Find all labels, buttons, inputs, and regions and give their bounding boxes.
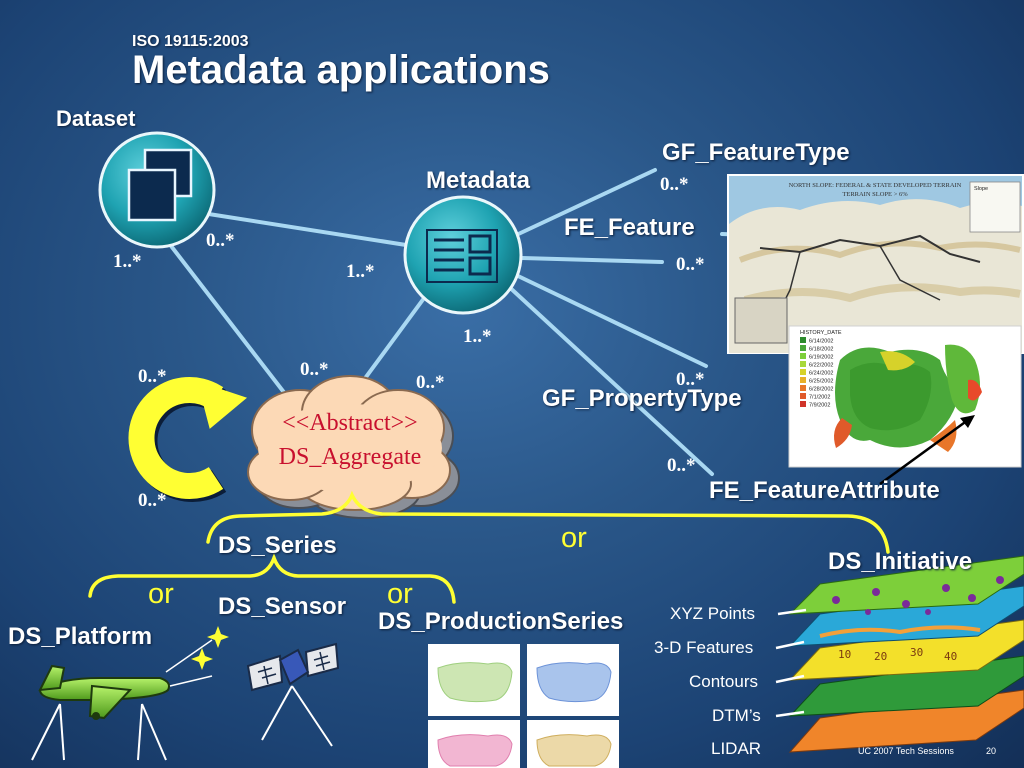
connector-metadata-fe-featureattribute xyxy=(504,282,714,476)
history-legend-swatch xyxy=(800,353,806,359)
brace-series-initiative xyxy=(206,490,890,554)
brace-sensor-production xyxy=(88,552,456,604)
or-sensor-right: or xyxy=(387,578,413,610)
mult-aggregate-right: 0..* xyxy=(416,372,445,393)
metadata-node[interactable] xyxy=(403,195,523,315)
satellite-icon xyxy=(246,642,340,747)
or-sensor-left: or xyxy=(148,578,174,610)
gf-featuretype-label: GF_FeatureType xyxy=(662,139,850,166)
metadata-icon xyxy=(426,229,498,283)
mult-aggregate-top: 0..* xyxy=(300,359,329,380)
history-legend-swatch xyxy=(800,337,806,343)
history-legend-title: HISTORY_DATE xyxy=(800,330,842,336)
slide-title: Metadata applications xyxy=(132,48,550,92)
history-legend-date: 6/25/2002 xyxy=(809,379,833,385)
layer-label-xyz-points: XYZ Points xyxy=(670,604,756,623)
history-legend-date: 6/24/2002 xyxy=(809,371,833,377)
mult-dataset-left: 1..* xyxy=(113,251,142,272)
layer-stack: 10 20 30 40 xyxy=(788,555,1024,753)
gf-propertytype-label: GF_PropertyType xyxy=(542,385,742,412)
connectors xyxy=(166,168,878,476)
history-legend-date: 6/22/2002 xyxy=(809,363,833,369)
production-series-maps xyxy=(428,644,619,768)
map-title-line1: NORTH SLOPE: FEDERAL & STATE DEVELOPED T… xyxy=(789,182,962,189)
history-legend-date: 6/19/2002 xyxy=(809,355,833,361)
connector-metadata-gf-propertytype xyxy=(516,274,708,368)
mult-loop-top: 0..* xyxy=(138,366,167,387)
abstract-aggregate-label: DS_Aggregate xyxy=(279,444,422,470)
ds-platform-label: DS_Platform xyxy=(8,623,153,650)
xyz-points-stars-icon xyxy=(832,576,1004,615)
north-slope-map: NORTH SLOPE: FEDERAL & STATE DEVELOPED T… xyxy=(727,174,1024,354)
ds-sensor-label: DS_Sensor xyxy=(218,593,347,620)
map-legend-title: Slope xyxy=(974,186,988,192)
braces xyxy=(88,490,890,604)
layer-label-3d-features: 3-D Features xyxy=(654,638,754,657)
history-arrow xyxy=(879,418,969,486)
mult-dataset-metadata: 0..* xyxy=(206,230,235,251)
self-association-arrow-icon xyxy=(128,377,248,502)
fe-feature-label: FE_Feature xyxy=(564,214,695,241)
dataset-node[interactable] xyxy=(98,131,216,249)
history-legend: HISTORY_DATE 6/14/2002 6/18/2002 6/19/2002… xyxy=(800,330,842,409)
mult-fe-featureattribute: 0..* xyxy=(667,455,696,476)
fe-featureattribute-label: FE_FeatureAttribute xyxy=(709,477,940,504)
connector-dataset-metadata xyxy=(194,210,408,247)
connector-metadata-fe-feature xyxy=(520,256,664,264)
aggregate-cloud[interactable]: <<Abstract>> DS_Aggregate xyxy=(247,375,460,519)
mult-metadata-left: 1..* xyxy=(346,261,375,282)
history-legend-date: 6/14/2002 xyxy=(809,339,833,345)
metadata-label: Metadata xyxy=(426,167,531,194)
history-legend-date: 6/18/2002 xyxy=(809,347,833,353)
history-legend-swatch xyxy=(800,345,806,351)
history-legend-swatch xyxy=(800,361,806,367)
layer-label-contours: Contours xyxy=(689,672,758,691)
airplane-icon xyxy=(31,664,170,761)
abstract-stereotype: <<Abstract>> xyxy=(282,410,417,436)
contour-number-label: 30 xyxy=(910,646,923,659)
connector-metadata-gf-featuretype xyxy=(510,168,657,239)
contour-number-label: 10 xyxy=(838,648,851,661)
history-legend-swatch xyxy=(800,401,806,407)
layer-xyz-points xyxy=(788,555,1024,615)
sparkle-icons xyxy=(165,626,229,687)
slide-subtitle: ISO 19115:2003 xyxy=(132,33,249,50)
ds-productionseries-label: DS_ProductionSeries xyxy=(378,608,624,635)
history-legend-swatch xyxy=(800,377,806,383)
map-title-line2: TERRAIN SLOPE > 6% xyxy=(842,191,908,198)
ds-initiative-label: DS_Initiative xyxy=(828,548,973,575)
history-legend-swatch xyxy=(800,369,806,375)
dataset-label: Dataset xyxy=(56,106,136,131)
ds-series-label: DS_Series xyxy=(218,532,337,559)
layer-label-lidar: LIDAR xyxy=(711,739,762,758)
mult-gf-featuretype: 0..* xyxy=(660,174,689,195)
history-legend-date: 7/9/2002 xyxy=(809,403,830,409)
mult-gf-propertytype: 0..* xyxy=(676,369,705,390)
history-legend-date: 7/1/2002 xyxy=(809,395,830,401)
contour-number-label: 40 xyxy=(944,650,957,663)
connector-dataset-aggregate xyxy=(166,240,288,397)
footer-page-number: 20 xyxy=(986,746,997,756)
history-date-map: HISTORY_DATE 6/14/2002 6/18/2002 6/19/2002… xyxy=(788,325,1022,468)
history-legend-swatch xyxy=(800,385,806,391)
or-series: or xyxy=(561,522,587,554)
footer-session: UC 2007 Tech Sessions xyxy=(858,746,954,756)
mult-loop-bottom: 0..* xyxy=(138,490,167,511)
mult-metadata-bottom: 1..* xyxy=(463,326,492,347)
mult-fe-feature: 0..* xyxy=(676,254,705,275)
layer-label-dtms: DTM’s xyxy=(712,706,761,725)
layer-leader-lines xyxy=(775,608,807,718)
contour-number-label: 20 xyxy=(874,650,887,663)
history-legend-date: 6/28/2002 xyxy=(809,387,833,393)
history-legend-swatch xyxy=(800,393,806,399)
dataset-icon xyxy=(127,148,193,222)
history-arrow-head xyxy=(960,415,975,428)
